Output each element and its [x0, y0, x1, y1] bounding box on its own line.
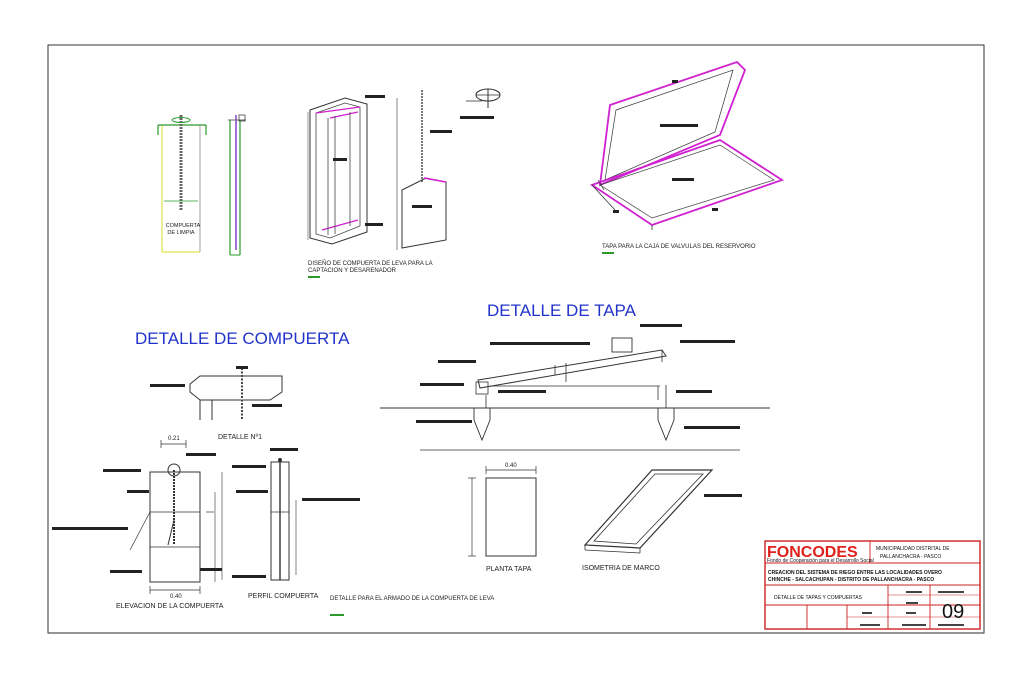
plano-title: DETALLE DE TAPAS Y COMPUERTAS [774, 595, 863, 601]
label-planta-tapa: PLANTA TAPA [486, 566, 532, 573]
label-de-limpia: DE LIMPIA [167, 230, 195, 236]
detalle-n1 [150, 366, 283, 420]
label-armado: DETALLE PARA EL ARMADO DE LA COMPUERTA D… [330, 596, 494, 602]
tapa-caja-isometric [590, 60, 785, 230]
isometria-marco [583, 469, 742, 554]
tapa-section [380, 324, 770, 451]
label-compuerta: COMPUERTA [166, 223, 201, 229]
foncodes-logo: FONCODES [767, 544, 858, 561]
label-detalle-n1: DETALLE Nº1 [218, 434, 262, 441]
municipalidad-line-1: MUNICIPALIDAD DISTRITAL DE [876, 546, 950, 552]
sheet-number: 09 [942, 601, 964, 623]
title-detalle-tapa: DETALLE DE TAPA [487, 301, 637, 320]
elevacion-compuerta [52, 440, 268, 594]
label-elevacion: ELEVACION DE LA COMPUERTA [116, 603, 224, 610]
planta-tapa [468, 466, 537, 557]
label-tapa-caja: TAPA PARA LA CAJA DE VALVULAS DEL RESERV… [602, 244, 756, 250]
compuerta-limpia-side [228, 114, 246, 256]
label-perfil: PERFIL COMPUERTA [248, 593, 319, 600]
compuerta-leva-frame [307, 95, 385, 245]
proyecto-line-2: CHINCHE - SALCACHUPAN - DISTRITO DE PALL… [768, 577, 934, 583]
dim-021: 0.21 [168, 436, 180, 442]
municipalidad-line-2: PALLANCHACRA - PASCO [880, 554, 941, 560]
title-detalle-compuerta: DETALLE DE COMPUERTA [135, 329, 350, 348]
dim-040-planta: 0.40 [505, 463, 517, 469]
label-diseno-1: DISEÑO DE COMPUERTA DE LEVA PARA LA [308, 260, 433, 267]
proyecto-line-1: CREACION DEL SISTEMA DE RIEGO ENTRE LAS … [768, 570, 942, 576]
label-diseno-2: CAPTACION Y DESARENADOR [308, 268, 397, 274]
label-isometria: ISOMETRIA DE MARCO [582, 565, 660, 572]
foncodes-logo-sub: Fondo de Cooperación para el Desarrollo … [767, 558, 874, 564]
compuerta-leva-plate [396, 90, 452, 250]
dim-040-elevacion: 0.40 [170, 594, 182, 600]
title-block [764, 540, 981, 630]
perfil-compuerta [232, 448, 360, 581]
compuerta-limpia-front: COMPUERTA DE LIMPIA [157, 115, 207, 253]
valve-wheel [460, 88, 501, 119]
